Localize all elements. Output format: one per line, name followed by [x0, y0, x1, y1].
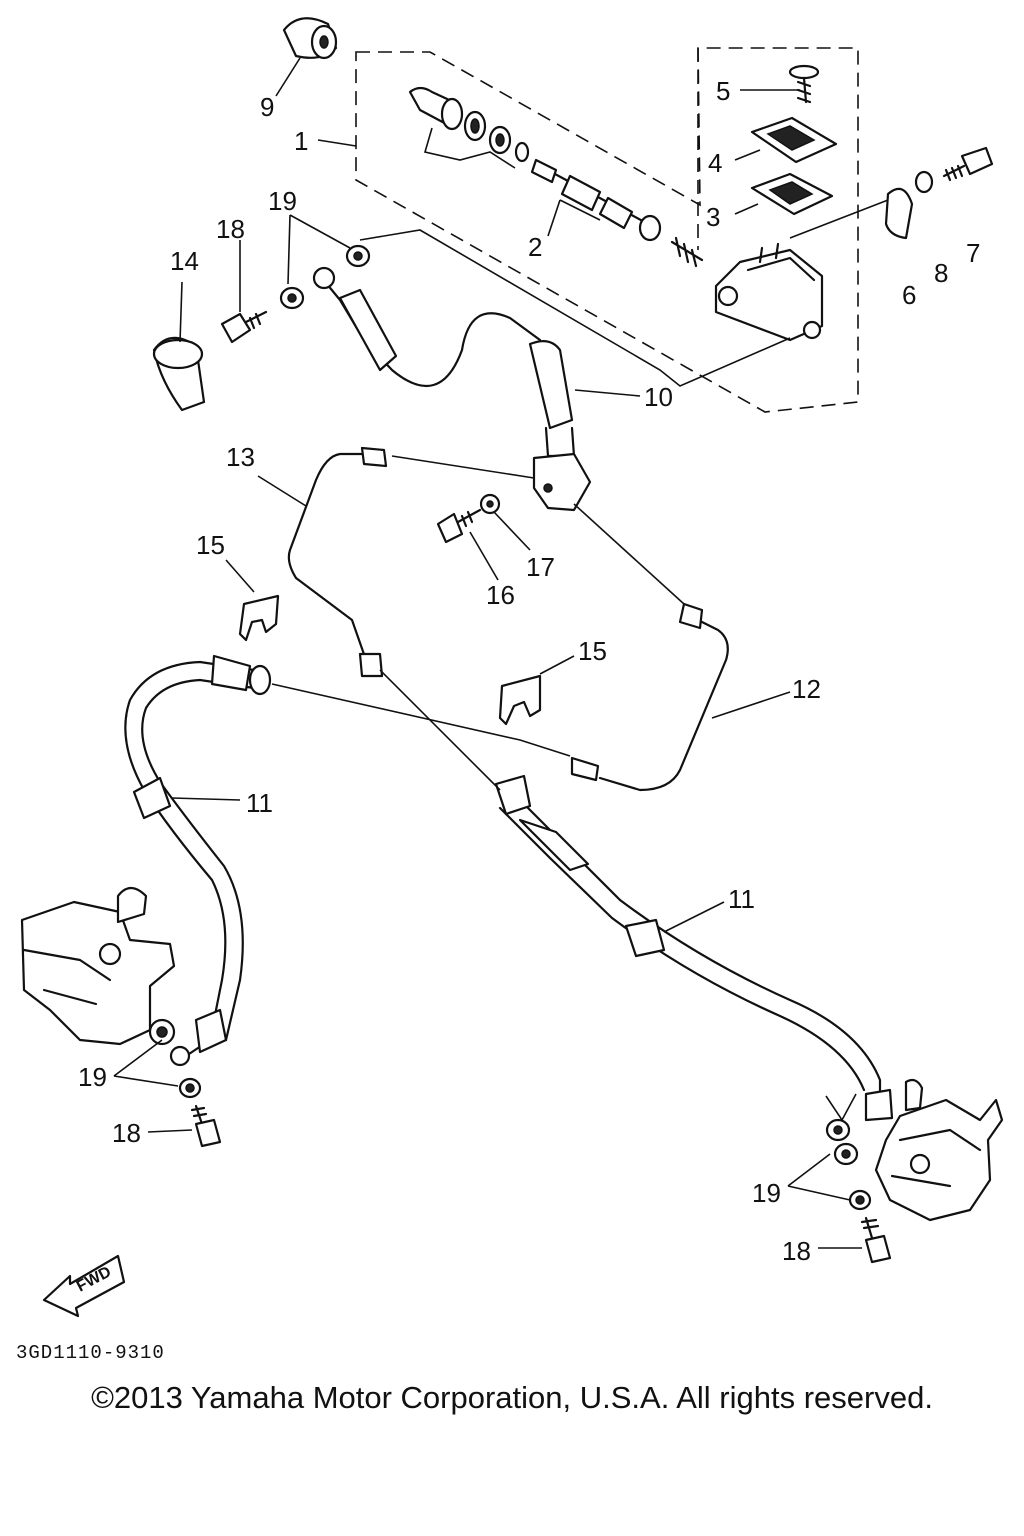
callout-19-lower-left: 19 — [78, 1062, 107, 1092]
right-brake-hose-part — [379, 669, 894, 1122]
bracket-part — [884, 187, 914, 240]
right-brake-caliper — [874, 1078, 1004, 1222]
joint-washer-part — [479, 493, 501, 515]
master-cylinder-body — [714, 242, 824, 342]
copper-washer-part-lower-right — [825, 1118, 872, 1211]
drawing-code: 3GD1110-9310 — [16, 1342, 165, 1364]
callout-11-right: 11 — [728, 884, 755, 914]
left-brake-pipe-part — [287, 446, 535, 678]
callout-10: 10 — [644, 382, 673, 412]
copyright-notice: ©2013 Yamaha Motor Corporation, U.S.A. A… — [91, 1380, 933, 1415]
piston-kit-part — [408, 86, 530, 163]
callout-16: 16 — [486, 580, 515, 610]
upper-brake-hose-part — [312, 266, 576, 458]
brake-joint-block — [532, 452, 592, 512]
hose-clip-part-left — [238, 594, 280, 642]
bracket-bolt-part — [942, 146, 994, 182]
callout-4: 4 — [708, 148, 722, 178]
callout-13: 13 — [226, 442, 255, 472]
callout-18-lower-left: 18 — [112, 1118, 141, 1148]
hose-clip-part-right — [498, 674, 542, 726]
copper-washer-part-top — [279, 244, 371, 310]
union-bolt-part-lower-right — [860, 1216, 892, 1264]
reservoir-diaphragm-part — [750, 172, 834, 216]
cover-part — [152, 336, 206, 412]
callout-2: 2 — [528, 232, 542, 262]
piston-spring-part — [530, 158, 704, 268]
callout-18-lower-right: 18 — [782, 1236, 811, 1266]
callout-3: 3 — [706, 202, 720, 232]
forward-direction-arrow: FWD — [42, 1254, 126, 1318]
left-brake-caliper — [20, 886, 176, 1046]
callout-18: 18 — [216, 214, 245, 244]
boot-part — [282, 17, 338, 60]
master-cylinder-assembly-outline — [355, 47, 859, 413]
right-brake-pipe-part — [570, 503, 729, 792]
bracket-washer-part — [914, 170, 934, 194]
joint-bolt-part — [436, 508, 482, 544]
left-brake-hose-part — [124, 654, 272, 1067]
callout-12: 12 — [792, 674, 821, 704]
callout-15-left: 15 — [196, 530, 225, 560]
callout-6: 6 — [902, 280, 916, 310]
callout-5: 5 — [716, 76, 730, 106]
callout-19-lower-right: 19 — [752, 1178, 781, 1208]
callout-15-right: 15 — [578, 636, 607, 666]
callout-1: 1 — [294, 126, 308, 156]
callout-19: 19 — [268, 186, 297, 216]
callout-8: 8 — [934, 258, 948, 288]
cap-screw-part — [788, 64, 820, 104]
callout-7: 7 — [966, 238, 980, 268]
callout-17: 17 — [526, 552, 555, 582]
copper-washer-part-lower-left — [178, 1077, 202, 1099]
union-bolt-part-lower-left — [190, 1104, 222, 1148]
callout-14: 14 — [170, 246, 199, 276]
callout-9: 9 — [260, 92, 274, 122]
callout-11-left: 11 — [246, 788, 273, 818]
reservoir-cap-part — [750, 116, 838, 164]
union-bolt-part-top — [220, 310, 268, 344]
